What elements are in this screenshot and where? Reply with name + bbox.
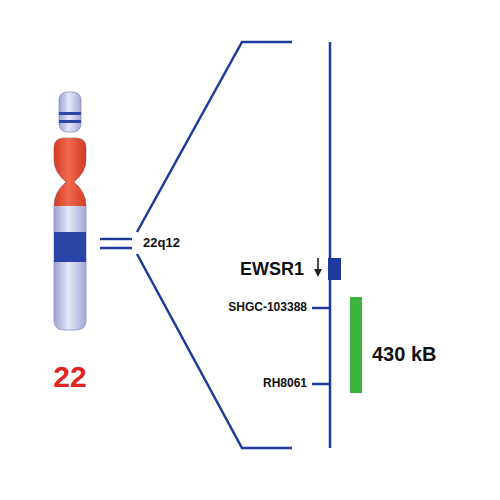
zoom-bracket	[137, 254, 292, 448]
chromosome-p-arm	[59, 92, 81, 132]
gene-label: EWSR1	[240, 260, 304, 280]
chromosome-band	[54, 232, 86, 262]
centromere	[54, 138, 86, 206]
chromosome-band	[59, 120, 81, 123]
gene-block	[328, 258, 341, 280]
zoom-bracket	[137, 42, 292, 232]
zoom-lines	[100, 42, 330, 448]
chromosome-axis	[329, 42, 332, 448]
marker-label: RH8061	[263, 377, 307, 390]
marker-tick	[312, 307, 330, 310]
band-marker	[100, 238, 132, 241]
chromosome-q-arm	[54, 138, 86, 330]
marker-tick	[312, 383, 330, 386]
direction-arrow	[314, 258, 322, 277]
marker-label: SHGC-103388	[228, 301, 307, 314]
size-label: 430 kB	[372, 343, 437, 365]
chromosome-number: 22	[53, 360, 86, 393]
chromosome-band	[59, 112, 81, 115]
band-marker	[100, 247, 132, 250]
band-label: 22q12	[143, 236, 180, 250]
region-bar	[350, 297, 362, 393]
